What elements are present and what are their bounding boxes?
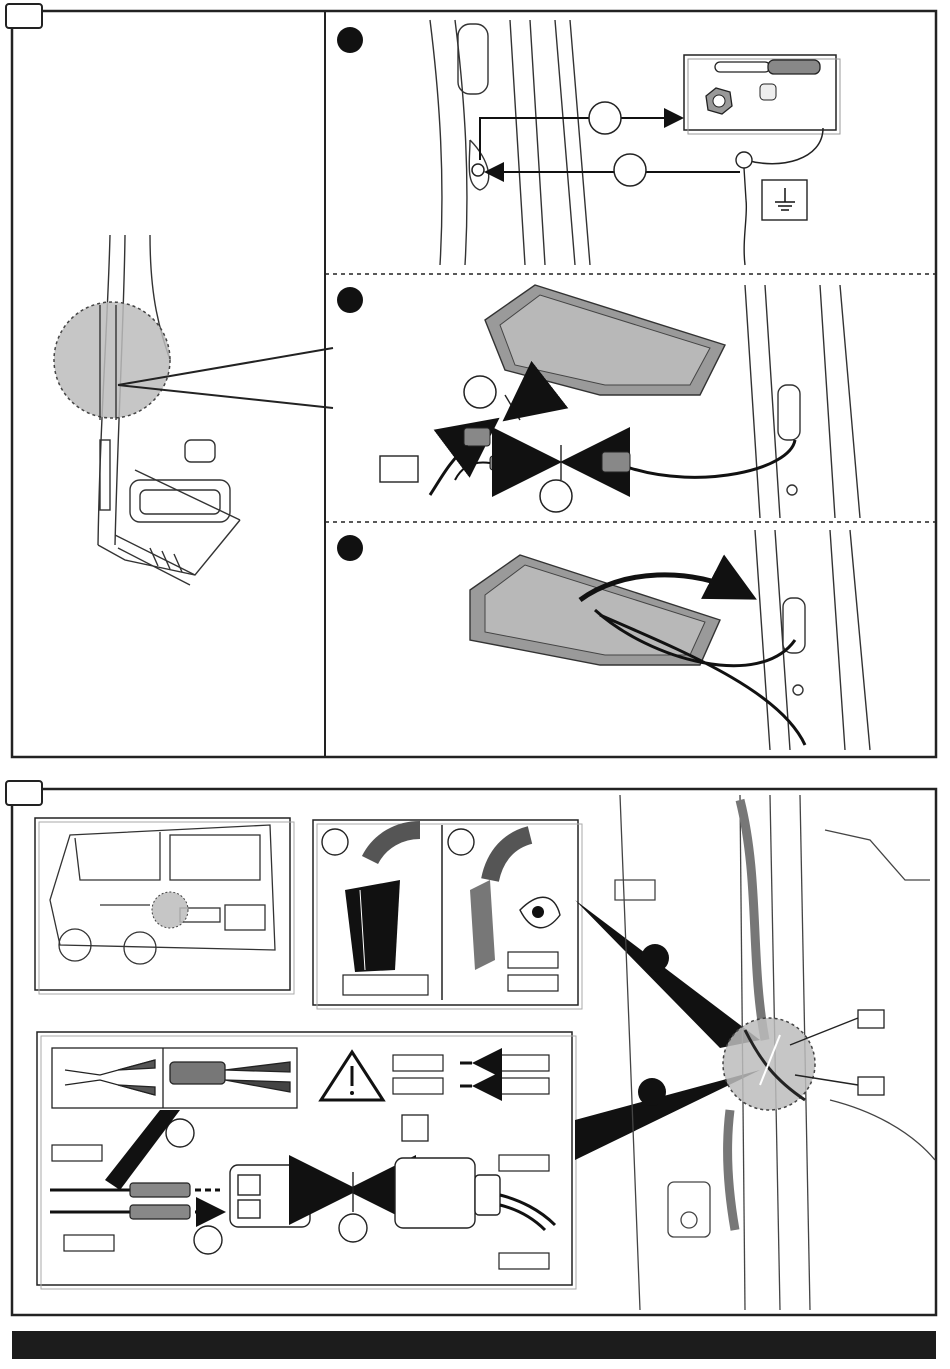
pointer-dot-2	[638, 1078, 666, 1106]
step-3-number	[337, 535, 363, 561]
step-2-panel	[337, 285, 860, 518]
wire-spec-1b	[499, 1055, 549, 1071]
ground-bolt	[472, 164, 484, 176]
step-1-callout-a	[589, 102, 621, 134]
step-1-callout-b	[614, 154, 646, 186]
connector-plug-a	[464, 428, 490, 446]
section-2-marker	[6, 781, 42, 805]
wire-spec-1a	[393, 1055, 443, 1071]
wire-spec-2b	[499, 1078, 549, 1094]
step-2-callout-b	[540, 480, 572, 512]
wire-label-top	[52, 1145, 102, 1161]
wrench-icon	[715, 60, 820, 74]
section-1-marker	[6, 4, 42, 28]
pointer-dot-1	[641, 944, 669, 972]
step-3-panel	[337, 530, 870, 750]
wire-label-bottom	[64, 1235, 114, 1251]
tape-spec-label-1	[508, 952, 558, 968]
step-1-number	[337, 27, 363, 53]
wire-label-right-bottom	[499, 1253, 549, 1269]
footer-text	[12, 1337, 24, 1353]
crimping-panel	[37, 1032, 576, 1289]
socket-icon	[760, 84, 776, 100]
connector-socket	[602, 452, 630, 472]
interior-label-top	[858, 1010, 884, 1028]
step-1-panel	[337, 20, 840, 265]
van-magnifier	[152, 892, 188, 928]
interior-label-bottom	[858, 1077, 884, 1095]
crimp-callout-c	[339, 1214, 367, 1242]
van-overview-panel	[35, 818, 294, 994]
connector-plug-b	[490, 456, 520, 470]
door-pillar-3	[755, 530, 870, 750]
pointer-tape	[575, 900, 760, 1048]
step-2-number	[337, 287, 363, 313]
footer-bar	[12, 1331, 936, 1359]
tape-callout-b	[448, 829, 474, 855]
wire-label-right-top	[499, 1155, 549, 1171]
connector-housing-left	[230, 1165, 310, 1227]
crimp-callout-a	[166, 1119, 194, 1147]
tape-label-box	[343, 975, 428, 995]
step-2-label-box	[380, 456, 418, 482]
tape-callout-a	[322, 829, 348, 855]
wire-spec-2a	[393, 1078, 443, 1094]
door-pillar-1	[430, 20, 590, 265]
step-label-box	[402, 1115, 428, 1141]
step-2-callout-a	[464, 376, 496, 408]
magnifier-circle	[54, 302, 170, 418]
ring-terminal	[736, 152, 752, 265]
crimp-callout-b	[194, 1226, 222, 1254]
tape-spec-label-2	[508, 975, 558, 991]
tape-wrapping-panel	[313, 820, 582, 1009]
door-pillar-2	[745, 285, 860, 518]
